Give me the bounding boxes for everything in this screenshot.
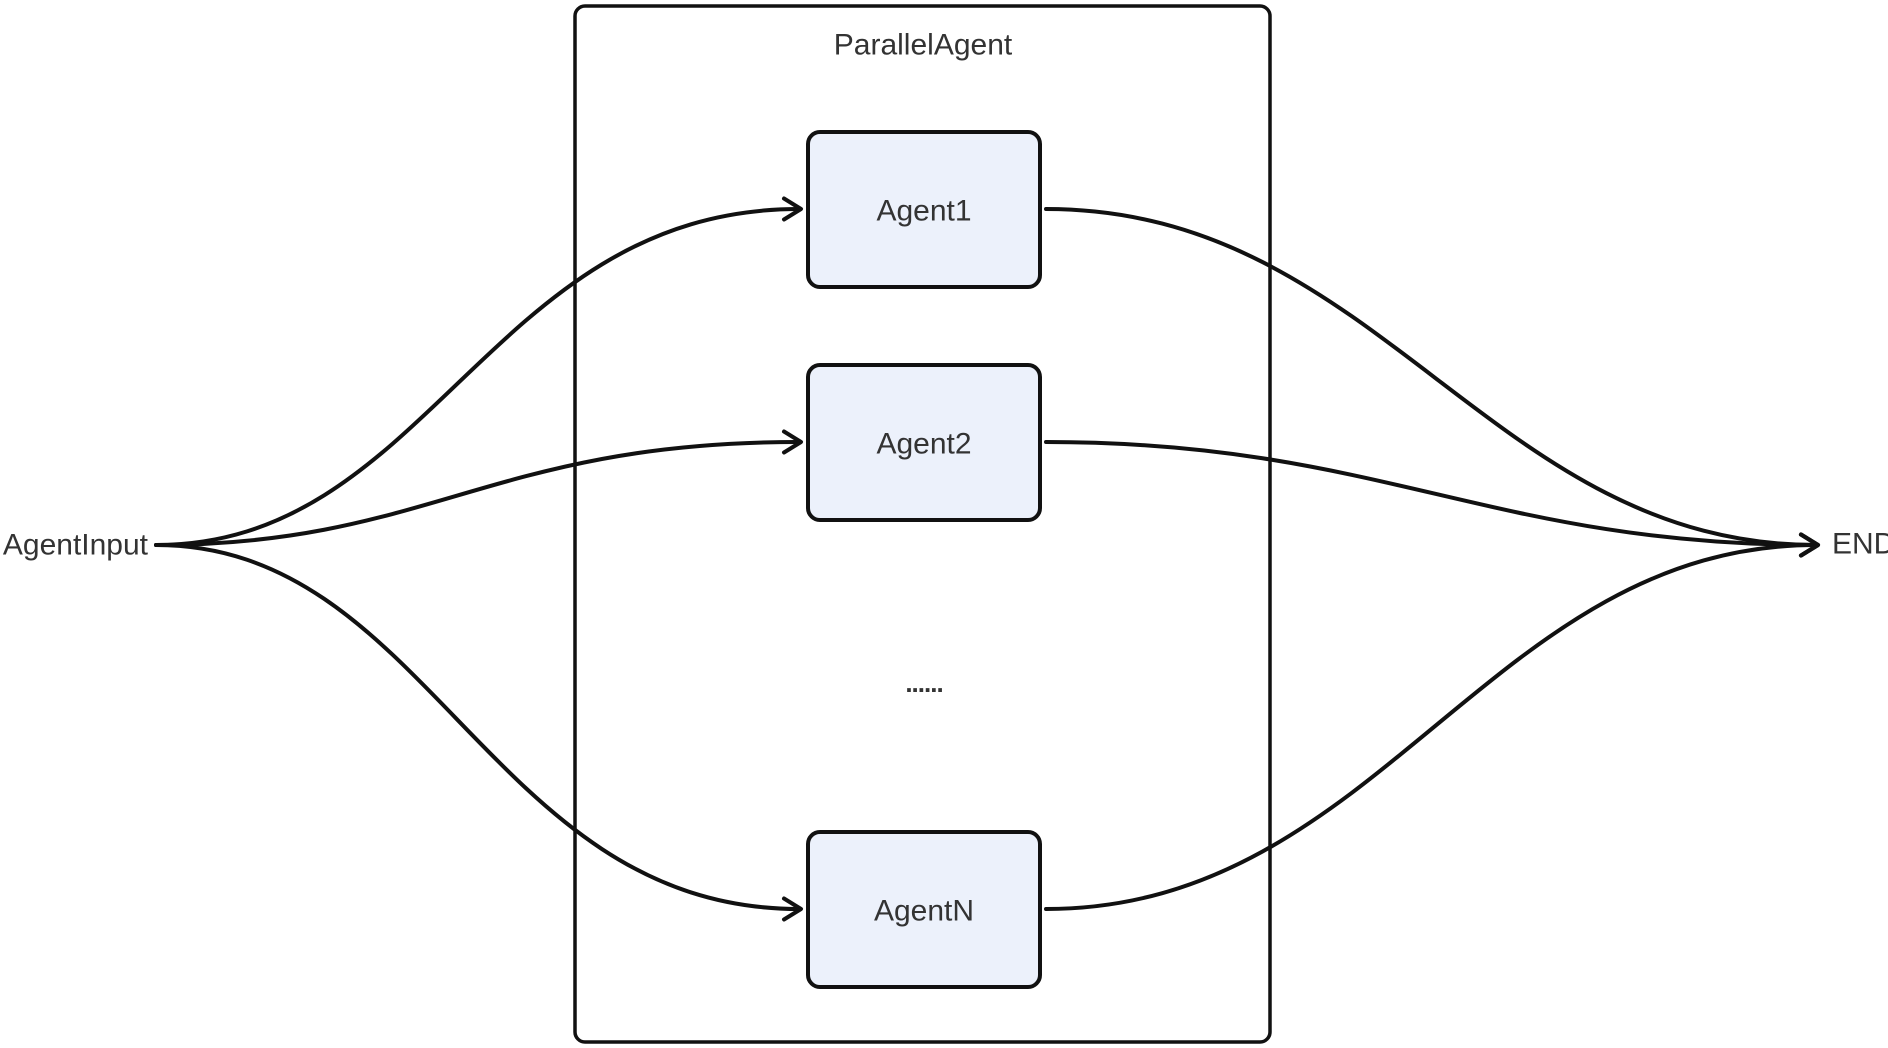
node-agent2-label: Agent2 bbox=[876, 428, 971, 461]
node-agent1: Agent1 bbox=[806, 130, 1042, 289]
node-agent2-box bbox=[806, 363, 1042, 522]
edge-agentinput-to-agentn bbox=[154, 543, 803, 922]
edge-agentn-to-end bbox=[1044, 532, 1820, 911]
edges bbox=[154, 196, 1820, 922]
edge-agent1-to-end bbox=[1044, 207, 1820, 558]
node-ellipsis-label: ...... bbox=[905, 668, 942, 698]
node-agent2: Agent2 bbox=[806, 363, 1042, 522]
node-agentn-label: AgentN bbox=[874, 895, 974, 928]
agentinput-label: AgentInput bbox=[3, 529, 149, 562]
node-agentn-box bbox=[806, 830, 1042, 989]
node-agent1-label: Agent1 bbox=[876, 195, 971, 228]
node-agentn: AgentN bbox=[806, 830, 1042, 989]
edge-agent2-to-end bbox=[1044, 440, 1820, 558]
parallelagent-container bbox=[573, 4, 1272, 1044]
end-label: END bbox=[1832, 528, 1888, 561]
edge-agentinput-to-agent2 bbox=[154, 429, 803, 547]
edge-agentinput-to-agent1 bbox=[154, 196, 803, 547]
parallelagent-container-label: ParallelAgent bbox=[834, 29, 1013, 62]
node-agent1-box bbox=[806, 130, 1042, 289]
